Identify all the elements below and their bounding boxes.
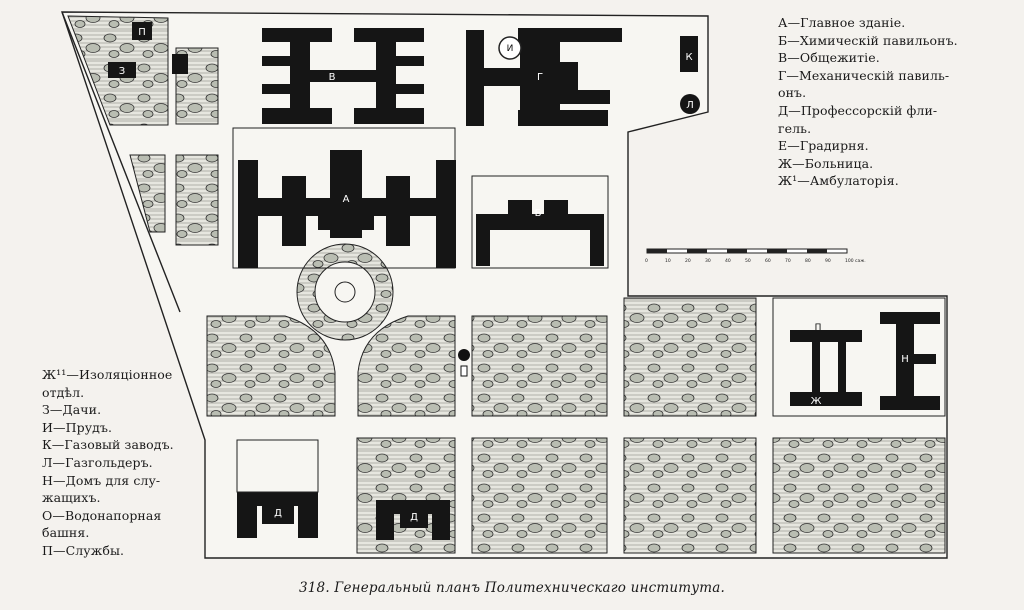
legend-entry: Г—Механическій павиль-: [778, 67, 950, 83]
legend-entry: Е—Градирня.: [778, 138, 869, 154]
label-z: З: [119, 66, 125, 77]
scale-tick-label: 50: [745, 258, 751, 264]
legend-entry: О—Водонапорная: [42, 507, 162, 523]
building-d-wing-2: [376, 500, 450, 540]
scale-tick-label: 20: [685, 258, 691, 264]
legend-entry: К—Газовый заводъ.: [42, 437, 174, 453]
site-plan: 0 10 20 30 40 50 60 70 80 90 100 саж. А Б В Г И К …: [61, 11, 948, 559]
legend-entry: З—Дачи.: [42, 402, 102, 418]
label-i: И: [507, 44, 514, 54]
legend-entry: онъ.: [778, 85, 807, 101]
legend-entry: гель.: [778, 120, 812, 136]
forecourt-circle: [296, 243, 394, 341]
label-p-top: П: [138, 27, 146, 38]
boundary-west: [61, 11, 181, 313]
legend-entry: Б—Химическій павильонъ.: [778, 32, 958, 48]
label-k: К: [685, 52, 692, 63]
building-zh-hospital: [790, 330, 862, 406]
building-b-chemistry: [476, 200, 604, 266]
building-n-staff-house: [880, 312, 940, 410]
legend-entry: А—Главное зданіе.: [778, 15, 906, 30]
label-a: А: [343, 194, 350, 205]
legend-entry: Д—Профессорскій фли-: [778, 102, 938, 118]
legend-entry: Ж¹¹—Изоляціонное: [42, 367, 173, 382]
legend-entry: отдѣл.: [42, 384, 85, 400]
building-a-main: [238, 150, 456, 268]
scale-tick-label: 90: [825, 258, 831, 264]
building-k-gasworks: [680, 36, 698, 72]
label-g: Г: [537, 72, 543, 83]
label-b: Б: [535, 208, 542, 219]
label-v: В: [329, 72, 336, 83]
scale-tick-label: 70: [785, 258, 791, 264]
building-p-service-top: [132, 22, 152, 40]
pond-i: [498, 36, 522, 60]
legend-entry: жащихъ.: [42, 490, 101, 506]
building-d-wing-1: [237, 492, 318, 538]
scale-tick-label: 40: [725, 258, 731, 264]
legend-entry: И—Прудъ.: [42, 419, 113, 435]
figure-caption: 318. Генеральный планъ Политехническаго …: [298, 580, 726, 596]
scale-tick-label: 10: [665, 258, 671, 264]
legend-left: Ж¹¹—Изоляціонное отдѣл. З—Дачи.И—Прудъ. К—Г…: [42, 366, 174, 560]
scale-tick-label: 60: [765, 258, 771, 264]
building-z-dacha-2: [172, 54, 188, 74]
legend-entry: башня.: [42, 525, 90, 541]
legend-entry: Н—Домъ для слу-: [42, 472, 161, 488]
label-p-hospital: П: [815, 323, 822, 333]
legend-entry: Ж¹—Амбулаторія.: [778, 173, 899, 189]
gasholder-l: [680, 94, 700, 114]
building-g-mechanical: [466, 28, 622, 126]
map-labels: А Б В Г И К Л Д Д З Н П П Ж: [119, 27, 909, 523]
d-court: [236, 439, 319, 493]
label-d-2: Д: [410, 512, 418, 523]
scale-tick-label: 80: [805, 258, 811, 264]
site-boundary: [61, 11, 948, 559]
scale-tick-label: 30: [705, 258, 711, 264]
label-l: Л: [686, 100, 694, 111]
chem-court: [471, 175, 609, 269]
building-v-dormitory: [262, 28, 424, 124]
scale-tick-label: 100 саж.: [845, 258, 866, 264]
water-tower-o: [458, 349, 470, 377]
label-zh: Ж: [811, 396, 822, 407]
legend-entry: В—Общежитіе.: [778, 50, 880, 66]
legend-entry: Л—Газгольдеръ.: [42, 454, 153, 470]
legend-right: А—Главное зданіе. Б—Химическій павильонъ.…: [778, 14, 958, 190]
building-z-dacha-1: [108, 62, 136, 78]
label-d-1: Д: [274, 508, 282, 519]
legend-entry: П—Службы.: [42, 542, 125, 558]
scale-bar: 0 10 20 30 40 50 60 70 80 90 100 саж.: [645, 248, 866, 264]
gardens: [67, 15, 946, 554]
scale-tick-label: 0: [645, 258, 648, 264]
legend-entry: Ж—Больница.: [778, 155, 874, 171]
label-n: Н: [901, 354, 909, 365]
